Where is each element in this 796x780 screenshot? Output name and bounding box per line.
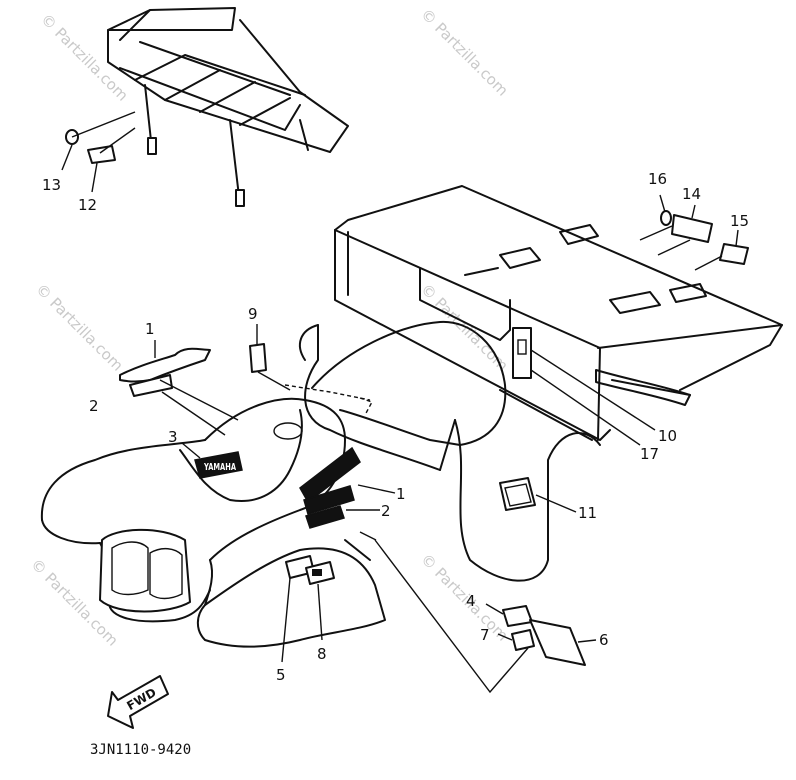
rear-carrier-rack	[107, 7, 349, 207]
parts-14-15-16	[639, 194, 749, 271]
part-12-shape	[87, 145, 116, 164]
watermark-6: © Partzilla.com	[417, 550, 512, 645]
callout-9: 9	[248, 305, 258, 323]
diagram-code: 3JN1110-9420	[90, 742, 191, 758]
callout-10: 10	[658, 427, 677, 445]
watermark-2: © Partzilla.com	[417, 5, 512, 100]
part-14-shape	[671, 214, 713, 243]
callout-12: 12	[78, 196, 97, 214]
callout-5: 5	[276, 666, 286, 684]
part-1-upper-shape	[119, 347, 211, 383]
callout-2-upper: 2	[89, 397, 99, 415]
callout-14: 14	[682, 185, 701, 203]
callout-1-lower: 1	[396, 485, 406, 503]
callout-1-upper: 1	[145, 320, 155, 338]
side-badges	[299, 446, 361, 529]
callout-3: 3	[168, 428, 178, 446]
part-3-badge-text: YAMAHA	[203, 462, 236, 473]
watermark-1: © Partzilla.com	[37, 10, 132, 105]
callout-7: 7	[480, 626, 490, 644]
part-3-badge: YAMAHA	[194, 451, 243, 479]
headlight-housing	[99, 528, 191, 613]
leader-lines	[181, 324, 656, 513]
part-6-shape	[529, 619, 586, 666]
watermarks: © Partzilla.com © Partzilla.com © Partzi…	[27, 5, 512, 650]
part-16-shape	[660, 210, 672, 226]
watermark-3: © Partzilla.com	[32, 280, 127, 375]
callout-13: 13	[42, 176, 61, 194]
callout-11: 11	[578, 504, 597, 522]
callout-6: 6	[599, 631, 609, 649]
part-4-shape	[502, 605, 533, 627]
part-callouts: 1 2 3 1 2 4 5 6 7 8 9 10 11 12 13 14 15 …	[42, 170, 749, 684]
part-9-shape	[249, 343, 267, 373]
rear-body-fender	[298, 185, 783, 582]
callout-16: 16	[648, 170, 667, 188]
part-10-plate	[512, 327, 532, 379]
callout-17: 17	[640, 445, 659, 463]
callout-4: 4	[466, 592, 476, 610]
upper-parts-1-2	[119, 340, 239, 436]
front-fender-body	[40, 397, 386, 648]
parts-4-6-7	[359, 531, 597, 694]
part-7-shape	[511, 629, 535, 651]
callout-8: 8	[317, 645, 327, 663]
callout-2-lower: 2	[381, 502, 391, 520]
seat	[284, 320, 593, 446]
part-15-shape	[719, 243, 749, 265]
fwd-arrow: FWD	[107, 675, 169, 729]
part-13-12-emblems	[61, 111, 136, 193]
parts-5-8	[281, 555, 335, 663]
callout-15: 15	[730, 212, 749, 230]
